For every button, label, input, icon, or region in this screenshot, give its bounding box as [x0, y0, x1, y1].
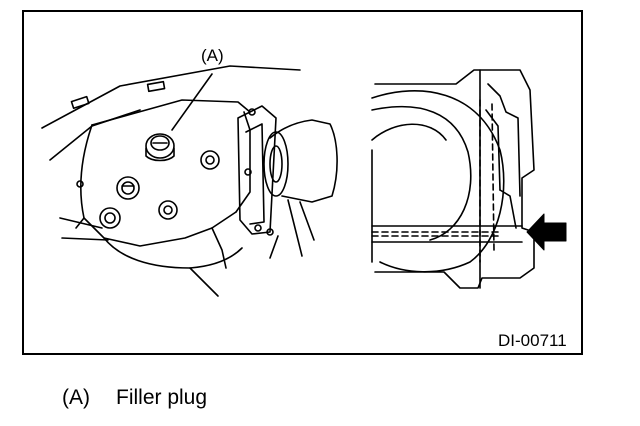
legend-item: (A) Filler plug [62, 386, 207, 410]
bolt-icon [158, 200, 178, 220]
differential-case-drawing [41, 65, 338, 297]
legend-letter: (A) [62, 386, 90, 409]
arrow-left-icon [526, 213, 567, 251]
figure-frame [22, 10, 583, 355]
callout-label-a: (A) [201, 46, 224, 65]
filler-plug-icon [145, 133, 175, 162]
bolt-icon [200, 150, 220, 170]
figure-id: DI-00711 [498, 331, 567, 350]
callout-leader-line [171, 73, 213, 131]
legend: (A) Filler plug [62, 386, 207, 410]
legend-text: Filler plug [116, 386, 208, 409]
cross-section-drawing [371, 69, 535, 289]
bolt-icon [76, 180, 84, 188]
bolt-icon [116, 176, 140, 200]
bolt-icon [99, 207, 121, 229]
